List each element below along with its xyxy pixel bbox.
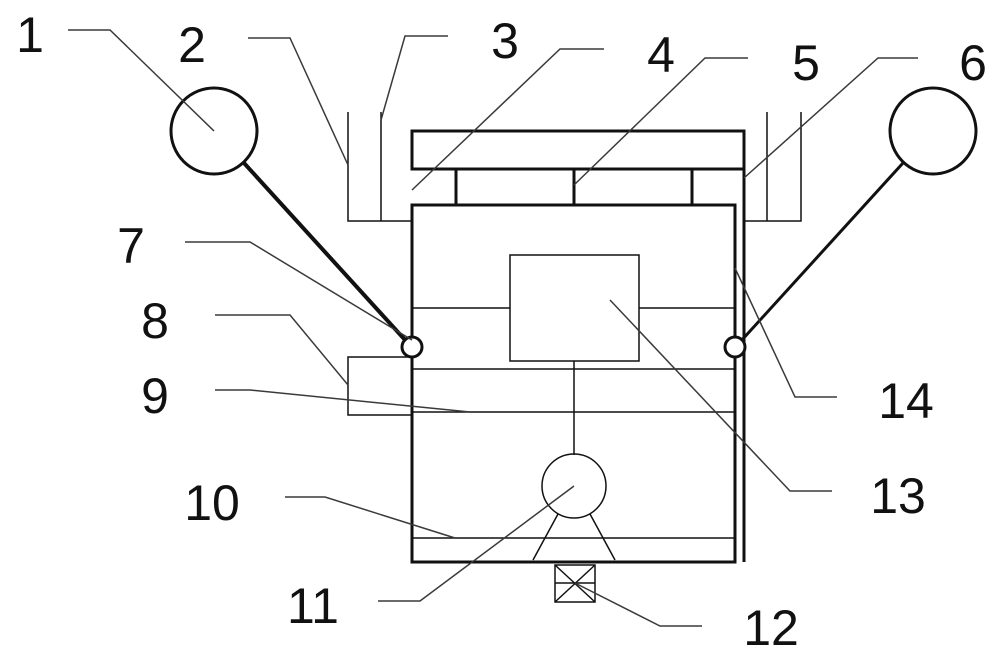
leader-12 (574, 582, 702, 627)
float-ball-left (169, 86, 259, 176)
label-5: 5 (792, 35, 820, 91)
label-4: 4 (647, 27, 675, 83)
float-ball-right (888, 86, 978, 176)
label-6: 6 (959, 35, 987, 91)
leader-5 (573, 57, 748, 186)
pump-leg-right (589, 513, 616, 561)
pump-leg-left (532, 513, 559, 561)
part-labels: 1 2 3 4 5 6 7 8 9 10 11 12 13 14 (16, 7, 987, 655)
leader-lines (68, 29, 918, 627)
label-11: 11 (287, 578, 339, 634)
leader-4 (411, 48, 604, 191)
leader-2 (248, 37, 349, 166)
label-2: 2 (178, 17, 206, 73)
leader-10 (285, 496, 456, 539)
top-plate (410, 129, 746, 171)
label-3: 3 (491, 13, 519, 69)
leader-7 (185, 241, 413, 341)
label-12: 12 (743, 600, 799, 655)
label-9: 9 (141, 368, 169, 424)
leader-8 (215, 314, 349, 386)
right-bracket (744, 112, 802, 222)
float-arm-left (242, 161, 408, 343)
pump (541, 453, 607, 519)
label-8: 8 (141, 293, 169, 349)
leader-13 (609, 299, 832, 492)
label-10: 10 (184, 475, 240, 531)
label-13: 13 (870, 468, 926, 524)
leader-14 (734, 267, 837, 398)
label-7: 7 (117, 218, 145, 274)
left-bracket (347, 112, 412, 222)
leader-9 (215, 389, 471, 413)
label-14: 14 (878, 373, 934, 429)
support-block-left (454, 167, 576, 207)
control-box (509, 254, 640, 362)
label-1: 1 (16, 7, 44, 63)
structure (169, 86, 978, 603)
pivot-joint-left (400, 335, 424, 359)
leader-3 (380, 35, 448, 121)
support-block-right (572, 167, 694, 207)
leader-1 (68, 29, 215, 132)
pivot-joint-right (723, 335, 747, 359)
leader-6 (743, 57, 918, 179)
side-box (347, 356, 413, 416)
float-arm-right (739, 161, 905, 343)
leader-11 (378, 485, 575, 602)
